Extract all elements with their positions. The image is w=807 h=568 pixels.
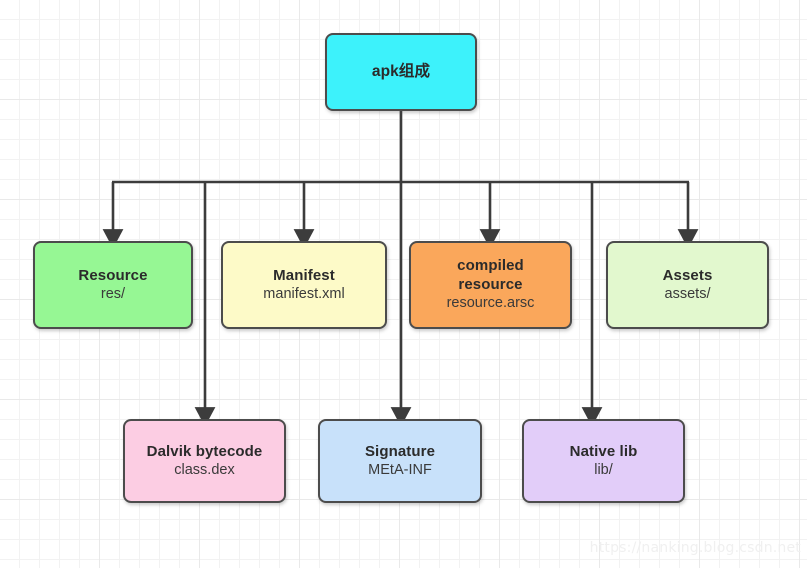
node-title-line2: resource <box>458 275 523 293</box>
node-apk-root[interactable]: apk组成 <box>325 33 477 111</box>
node-title: Signature <box>364 442 436 460</box>
node-title: apk组成 <box>371 62 431 80</box>
node-manifest[interactable]: Manifest manifest.xml <box>221 241 387 329</box>
node-dalvik-bytecode[interactable]: Dalvik bytecode class.dex <box>123 419 286 503</box>
node-title: Manifest <box>273 266 335 284</box>
node-subtitle: MEtA-INF <box>368 461 432 478</box>
node-title: Native lib <box>569 442 638 460</box>
node-subtitle: res/ <box>100 285 126 302</box>
node-title: Resource <box>78 266 148 284</box>
node-subtitle: manifest.xml <box>263 285 345 302</box>
node-title: Assets <box>662 266 713 284</box>
node-title-line1: compiled <box>457 257 524 275</box>
node-signature[interactable]: Signature MEtA-INF <box>318 419 482 503</box>
node-native-lib[interactable]: Native lib lib/ <box>522 419 685 503</box>
node-subtitle: lib/ <box>594 461 613 478</box>
node-subtitle: resource.arsc <box>446 294 535 311</box>
node-resource[interactable]: Resource res/ <box>33 241 193 329</box>
node-assets[interactable]: Assets assets/ <box>606 241 769 329</box>
node-title: Dalvik bytecode <box>146 442 263 460</box>
node-subtitle: assets/ <box>664 285 711 302</box>
watermark-text: https://nanking.blog.csdn.net <box>589 540 801 556</box>
node-subtitle: class.dex <box>174 461 235 478</box>
node-compiled-resource[interactable]: compiled resource resource.arsc <box>409 241 572 329</box>
